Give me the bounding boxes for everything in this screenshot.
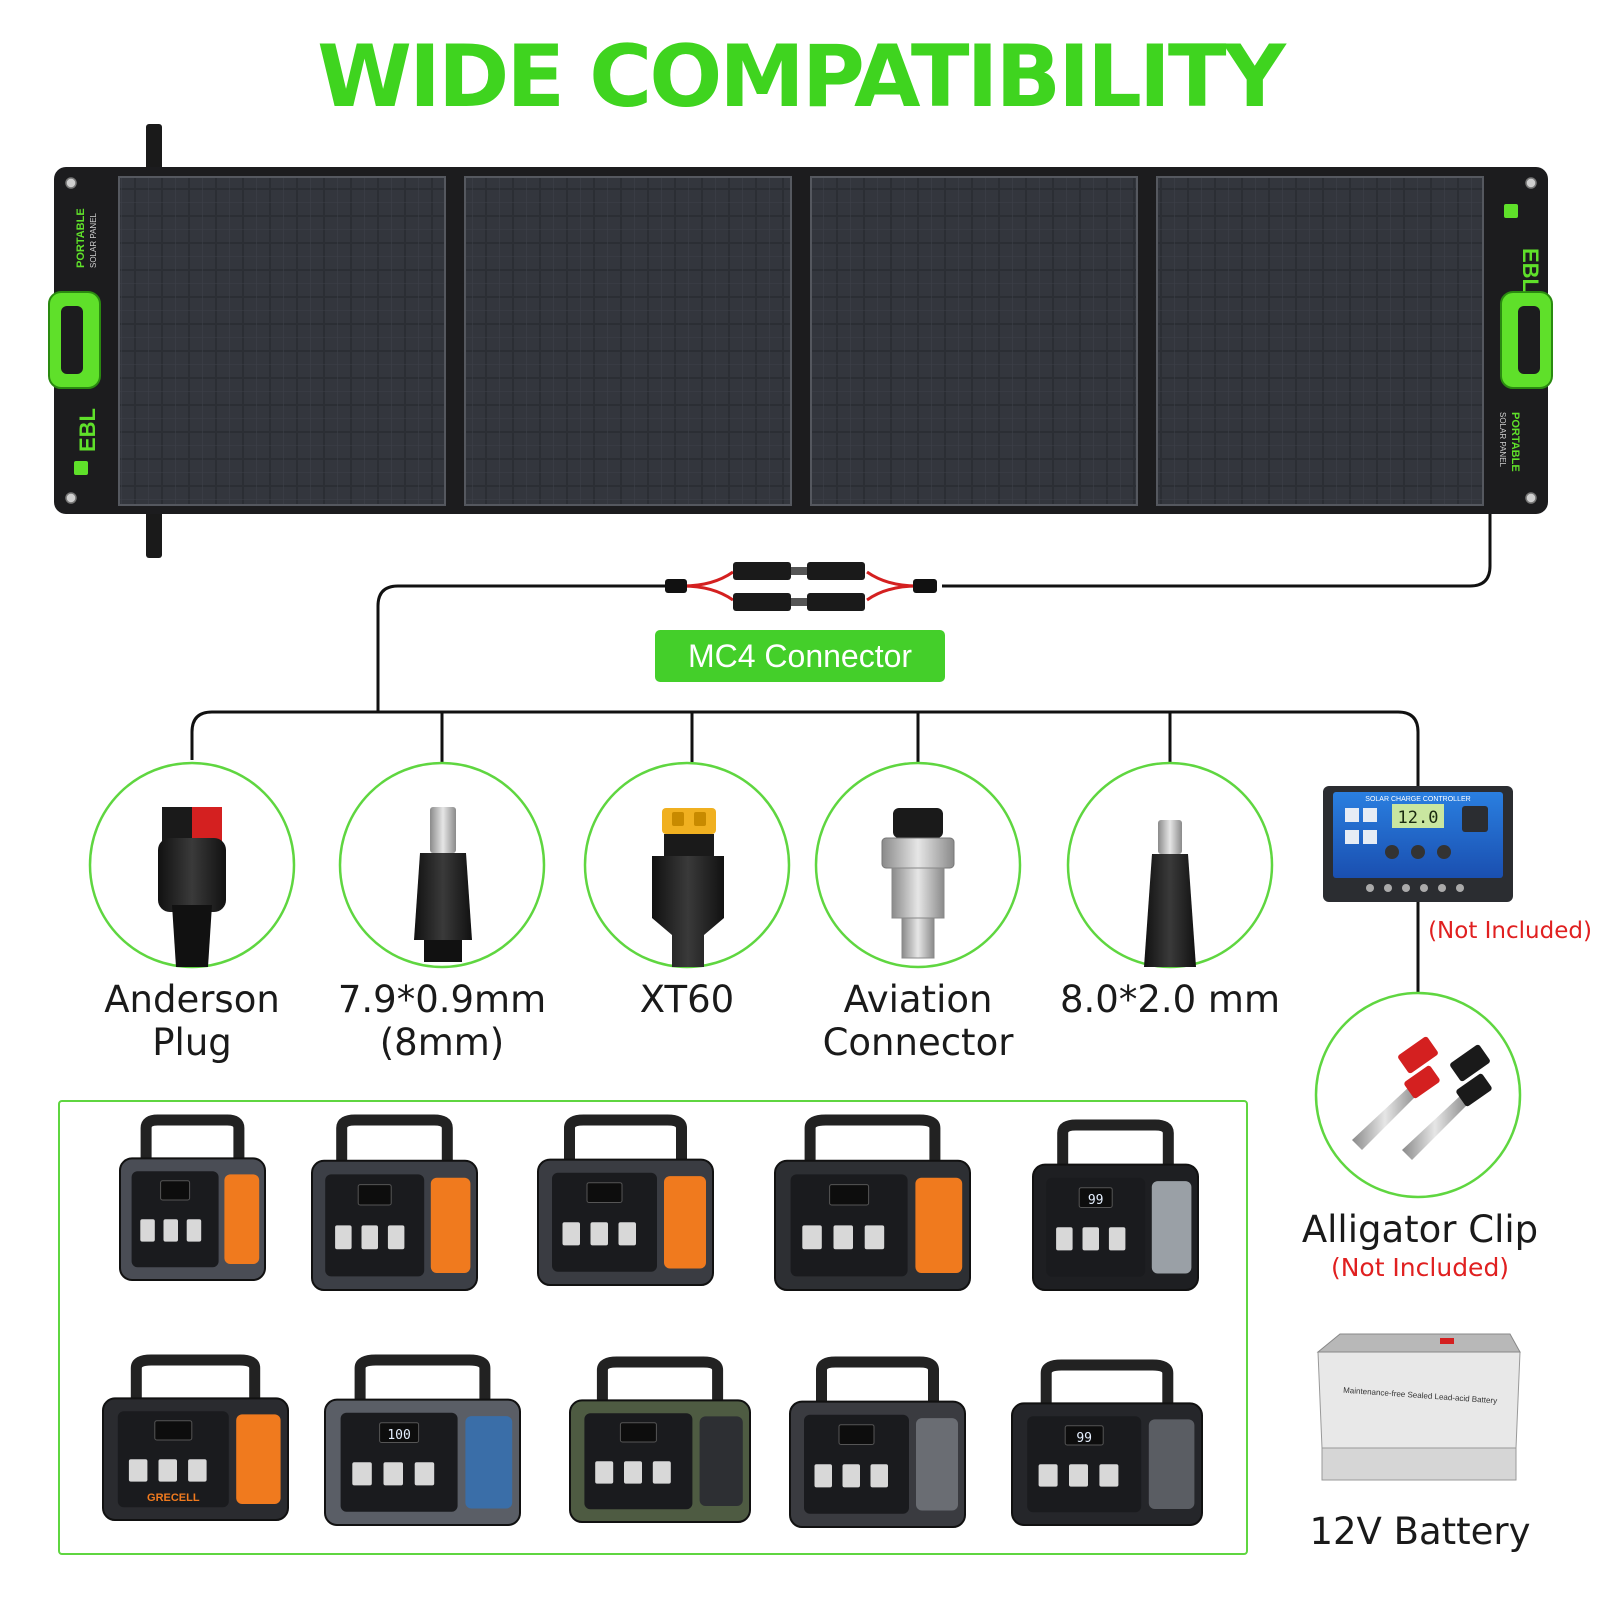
station-display-7: 100 [387, 1428, 410, 1443]
alligator-clip-icon [1352, 1036, 1492, 1160]
power-station-7: 100 [324, 1354, 521, 1526]
brand-left: EBL [75, 408, 100, 452]
power-station-5: 99 [1032, 1119, 1199, 1291]
connector-label-xt60: XT60 [639, 978, 735, 1021]
battery-label: 12V Battery [1309, 1510, 1531, 1553]
wiring [190, 514, 1492, 995]
station-logo-6: GRECELL [147, 1492, 200, 1504]
controller-display: 12.0 [1398, 808, 1439, 828]
controller-title: SOLAR CHARGE CONTROLLER [1365, 796, 1470, 803]
battery-icon: Maintenance-free Sealed Lead-acid Batter… [1316, 1333, 1521, 1481]
controller-not-included: (Not Included) [1428, 918, 1592, 944]
power-station-1 [119, 1114, 266, 1282]
power-station-3 [537, 1114, 714, 1286]
grommets [65, 177, 1537, 504]
brand-right: EBL [1518, 248, 1543, 292]
station-display-10: 99 [1076, 1431, 1092, 1446]
alligator-not-included: (Not Included) [1330, 1253, 1510, 1282]
anderson-plug-icon [158, 807, 226, 967]
solar-panel: EBL EBL PORTABLE SOLAR PANEL PORTABLE SO… [48, 124, 1553, 558]
power-station-4 [774, 1114, 971, 1292]
xt60-plug-icon [652, 808, 724, 967]
mc4-connector-label: MC4 Connector [655, 630, 945, 682]
compatible-stations-box [58, 1100, 1248, 1555]
strap-bottom [146, 500, 162, 558]
power-station-6: GRECELL [102, 1354, 289, 1522]
power-station-10: 99 [1011, 1359, 1203, 1527]
station-display-5: 99 [1088, 1193, 1104, 1208]
side-text-left-line2: SOLAR PANEL [89, 212, 98, 268]
power-station-2 [311, 1114, 478, 1292]
dc-plug-8mm-icon [1144, 820, 1196, 967]
dc-plug-7-9mm-icon [414, 807, 472, 962]
alligator-clip-label: Alligator Clip [1301, 1208, 1539, 1251]
side-text-left-line1: PORTABLE [75, 208, 87, 268]
connector-label-8mm: 8.0*2.0 mm [1059, 978, 1281, 1021]
charge-controller-icon: SOLAR CHARGE CONTROLLER 12.0 [1323, 786, 1513, 902]
side-text-right-line1: PORTABLE [1509, 412, 1521, 472]
ebl-logo-icon [74, 204, 1518, 475]
headline: WIDE COMPATIBILITY [317, 27, 1286, 127]
panel-cells [118, 176, 1484, 506]
power-station-8 [569, 1356, 751, 1524]
side-text-right-line2: SOLAR PANEL [1498, 412, 1507, 468]
power-station-9 [789, 1356, 966, 1528]
connector-label-7-9mm: 7.9*0.9mm(8mm) [337, 978, 547, 1064]
aviation-connector-icon [881, 808, 955, 959]
mc4-connector-icon [665, 562, 937, 611]
